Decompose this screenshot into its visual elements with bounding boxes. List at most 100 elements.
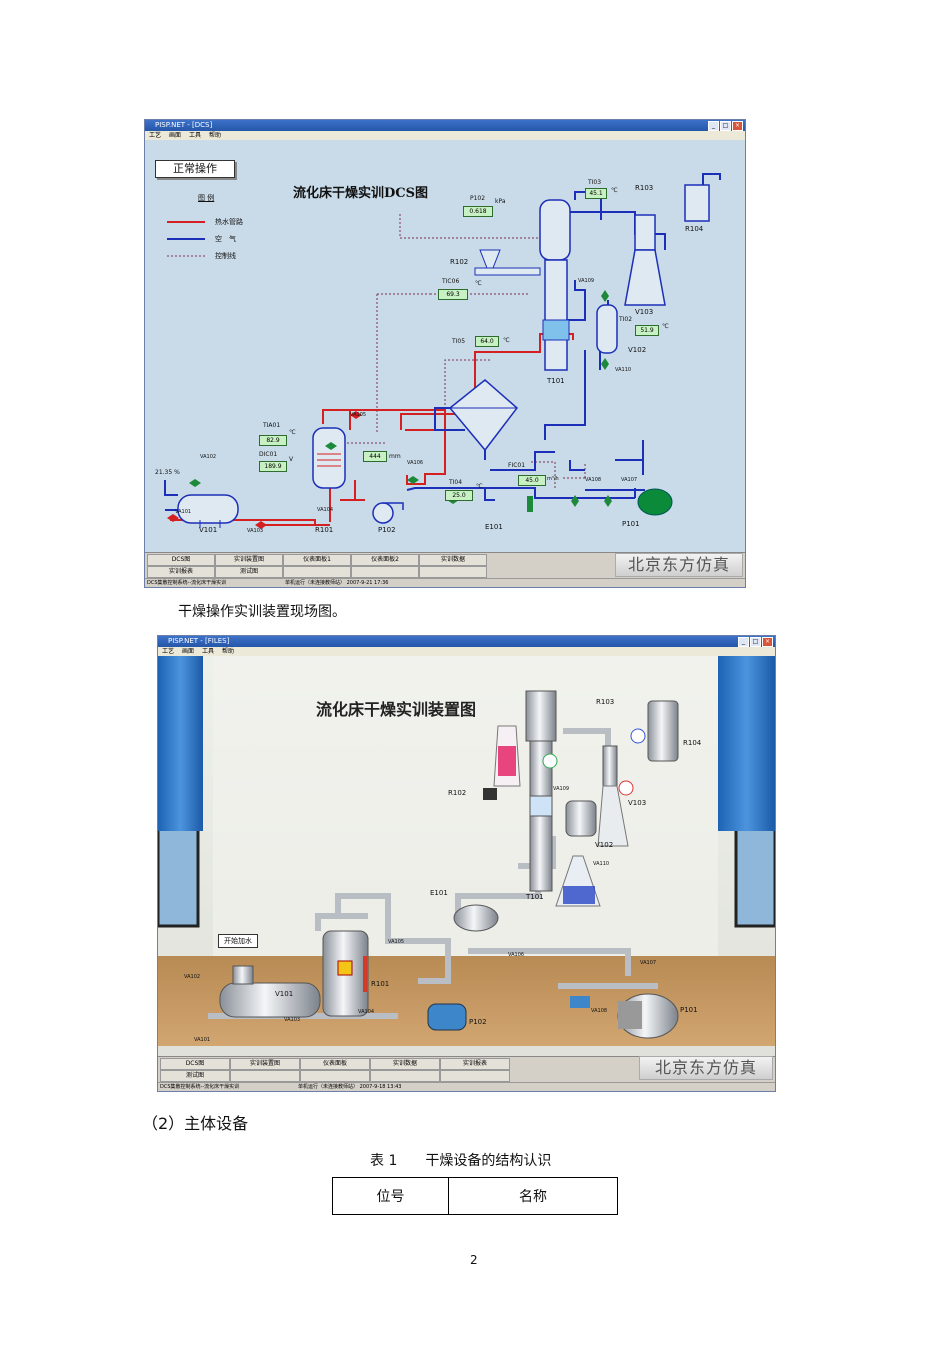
equip-r103: R103	[635, 184, 654, 192]
valve-va103[interactable]: VA103	[284, 1017, 301, 1023]
field-diagram-title: 流化床干燥实训装置图	[316, 700, 477, 719]
minimize-icon[interactable]: _	[738, 637, 749, 647]
nav-test[interactable]: 测试图	[160, 1070, 230, 1082]
menu-help[interactable]: 帮助	[209, 132, 222, 139]
inst-ti02-value: 51.9	[635, 325, 659, 336]
inst-ti04-unit: ℃	[476, 483, 483, 490]
inst-fic01-tag: FIC01	[508, 462, 526, 469]
brand-logo: 北京东方仿真	[639, 1056, 773, 1080]
nav-report[interactable]: 实训报表	[147, 566, 215, 578]
valve-va106[interactable]: VA106	[407, 460, 424, 466]
inst-level-unit: mm	[389, 453, 401, 460]
start-water-button[interactable]: 开始加水	[218, 934, 258, 948]
menu-tools[interactable]: 工具	[202, 648, 215, 655]
valve-va102[interactable]: VA102	[184, 974, 201, 980]
equip-r104: R104	[685, 225, 704, 233]
equip-p102: P102	[469, 1018, 487, 1026]
inst-tic06-unit: ℃	[475, 280, 482, 287]
menu-process[interactable]: 工艺	[162, 648, 175, 655]
equip-e101: E101	[430, 889, 448, 897]
nav-panel[interactable]: 仪表面板	[300, 1058, 370, 1070]
dcs-window: PISP.NET - [DCS] _□× 工艺 画面 工具 帮助	[144, 119, 746, 588]
valve-va101[interactable]: VA101	[194, 1037, 211, 1043]
legend-hot-water: 热水管路	[215, 218, 243, 226]
equip-p102: P102	[378, 526, 396, 534]
status-system: DCS集散控制系统--流化床干燥实训	[160, 1084, 240, 1090]
inst-tia01-tag: TIA01	[263, 422, 281, 429]
nav-dcs[interactable]: DCS图	[160, 1058, 230, 1070]
nav-panel-2[interactable]: 仪表面板2	[351, 554, 419, 566]
valve-va104[interactable]: VA104	[358, 1009, 375, 1015]
menu-tools[interactable]: 工具	[189, 132, 202, 139]
menu-screen[interactable]: 画面	[182, 648, 195, 655]
maximize-icon[interactable]: □	[720, 121, 731, 131]
dcs-diagram-title: 流化床干燥实训DCS图	[293, 186, 429, 201]
equipment-table: 位号 名称	[332, 1177, 618, 1215]
nav-blank-3[interactable]	[419, 566, 487, 578]
field-scene	[158, 656, 775, 1056]
valve-va108[interactable]: VA108	[591, 1008, 608, 1014]
nav-panel-1[interactable]: 仪表面板1	[283, 554, 351, 566]
dcs-window-title: PISP.NET - [DCS]	[155, 121, 213, 129]
valve-va107[interactable]: VA107	[621, 477, 638, 483]
nav-data[interactable]: 实训数据	[419, 554, 487, 566]
close-icon[interactable]: ×	[732, 121, 743, 131]
dcs-titlebar: PISP.NET - [DCS] _□×	[145, 120, 745, 131]
dcs-statusbar: DCS集散控制系统--流化床干燥实训 单机运行（未连接教师站） 2007-9-2…	[145, 578, 745, 587]
valve-va101[interactable]: VA101	[175, 509, 192, 515]
legend-control: 控制线	[215, 252, 236, 260]
equip-r103: R103	[596, 698, 615, 706]
nav-blank-4[interactable]	[440, 1070, 510, 1082]
equip-p101: P101	[622, 520, 640, 528]
nav-blank-3[interactable]	[370, 1070, 440, 1082]
inst-ti05-value: 64.0	[475, 336, 499, 347]
field-statusbar: DCS集散控制系统--流化床干燥实训 单机运行（未连接教师站） 2007-9-1…	[158, 1082, 775, 1091]
minimize-icon[interactable]: _	[708, 121, 719, 131]
menu-screen[interactable]: 画面	[169, 132, 182, 139]
valve-va104[interactable]: VA104	[317, 507, 334, 513]
equip-r102: R102	[450, 258, 469, 266]
equip-v102: V102	[628, 346, 647, 354]
valve-va105[interactable]: VA105	[350, 412, 367, 418]
valve-va109[interactable]: VA109	[553, 786, 570, 792]
nav-device[interactable]: 实训装置图	[230, 1058, 300, 1070]
inst-tic06-tag: TIC06	[442, 278, 460, 285]
close-icon[interactable]: ×	[762, 637, 773, 647]
maximize-icon[interactable]: □	[750, 637, 761, 647]
valve-va105[interactable]: VA105	[388, 939, 405, 945]
nav-blank-1[interactable]	[230, 1070, 300, 1082]
nav-dcs[interactable]: DCS图	[147, 554, 215, 566]
nav-device[interactable]: 实训装置图	[215, 554, 283, 566]
table-header-row: 位号 名称	[332, 1177, 618, 1215]
menu-process[interactable]: 工艺	[149, 132, 162, 139]
nav-blank-2[interactable]	[351, 566, 419, 578]
header-name: 名称	[448, 1177, 618, 1215]
valve-va103[interactable]: VA103	[247, 528, 264, 534]
nav-data[interactable]: 实训数据	[370, 1058, 440, 1070]
mode-button[interactable]: 正常操作	[155, 160, 235, 178]
field-navbar: DCS图 实训装置图 仪表面板 实训数据 实训报表 测试图	[158, 1056, 775, 1082]
valve-va110[interactable]: VA110	[593, 861, 610, 867]
valve-va102[interactable]: VA102	[200, 454, 217, 460]
nav-test[interactable]: 测试图	[215, 566, 283, 578]
valve-va107[interactable]: VA107	[640, 960, 657, 966]
equip-r102: R102	[448, 789, 467, 797]
valve-va109[interactable]: VA109	[578, 278, 595, 284]
valve-va110[interactable]: VA110	[615, 367, 632, 373]
menu-help[interactable]: 帮助	[222, 648, 235, 655]
equip-t101: T101	[526, 893, 544, 901]
nav-report[interactable]: 实训报表	[440, 1058, 510, 1070]
inst-dic01-tag: DIC01	[259, 451, 278, 458]
page-number: 2	[470, 1253, 478, 1267]
valve-va108[interactable]: VA108	[585, 477, 602, 483]
tank-level-readout: 21.35 %	[155, 469, 180, 476]
section-heading: （2）主体设备	[142, 1114, 249, 1133]
inst-tia01-unit: ℃	[289, 429, 296, 436]
equip-t101: T101	[547, 377, 565, 385]
field-window-title: PISP.NET - [FILES]	[168, 637, 230, 645]
nav-blank-1[interactable]	[283, 566, 351, 578]
nav-blank-2[interactable]	[300, 1070, 370, 1082]
status-run: 单机运行（未连接教师站） 2007-9-18 13:43	[298, 1084, 402, 1090]
inst-ti03-unit: ℃	[611, 187, 618, 194]
valve-va106[interactable]: VA106	[508, 952, 525, 958]
